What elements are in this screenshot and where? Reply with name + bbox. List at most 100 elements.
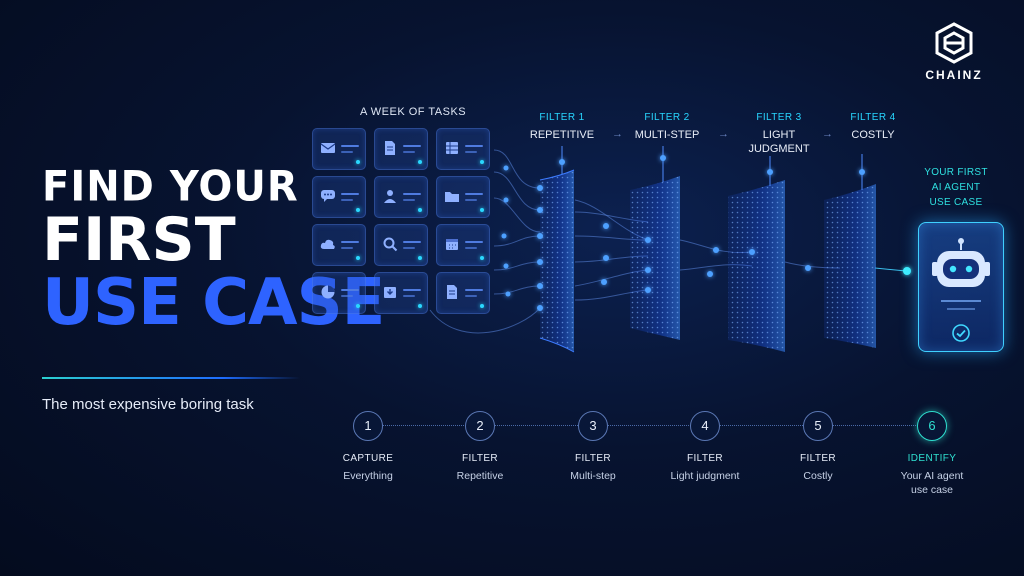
step-2: 2 FILTER Repetitive (425, 411, 535, 483)
task-grid (312, 128, 494, 314)
step-title: FILTER (574, 453, 612, 464)
step-6: 6 IDENTIFY Your AI agent use case (877, 411, 987, 497)
step-number: 4 (690, 411, 720, 441)
step-5: 5 FILTER Costly (763, 411, 873, 483)
tile-dot (418, 208, 422, 212)
tile-line (465, 145, 483, 147)
step-desc: Your AI agent use case (900, 470, 964, 496)
arrow-icon: → (718, 128, 729, 140)
brand-name: CHAINZ (925, 68, 983, 82)
tile-dot (480, 304, 484, 308)
step-number: 2 (465, 411, 495, 441)
step-connector (495, 425, 578, 427)
tile-line (341, 151, 353, 153)
tile-line (465, 199, 477, 201)
tile-dot (356, 160, 360, 164)
step-number: 1 (353, 411, 383, 441)
cloud-icon (320, 239, 335, 249)
tile-dot (480, 256, 484, 260)
task-tile (312, 224, 366, 266)
tile-line (341, 193, 359, 195)
tile-dot (356, 304, 360, 308)
task-tile (374, 176, 428, 218)
filter-4-name: COSTLY (851, 129, 895, 141)
tile-dot (356, 208, 360, 212)
task-tile (374, 224, 428, 266)
tile-dot (480, 160, 484, 164)
result-card (918, 222, 1004, 352)
tile-line (341, 247, 353, 249)
step-1: 1 CAPTURE Everything (313, 411, 423, 483)
task-tile (436, 176, 490, 218)
tile-line (403, 241, 421, 243)
filter-1-name: REPETITIVE (529, 129, 595, 141)
task-tile (436, 272, 490, 314)
search-icon (383, 237, 398, 252)
tile-dot (418, 160, 422, 164)
task-tile (312, 128, 366, 170)
tile-dot (418, 304, 422, 308)
tile-line (465, 151, 477, 153)
step-desc: Multi-step (570, 470, 616, 482)
tile-dot (480, 208, 484, 212)
title-line-1: FIND YOUR (42, 162, 299, 212)
tile-line (465, 295, 477, 297)
week-of-tasks-label: A WEEK OF TASKS (360, 106, 467, 118)
tile-line (341, 199, 353, 201)
step-number: 6 (917, 411, 947, 441)
filter-2-head: FILTER 2 (644, 112, 690, 123)
title-line-3: USE CASE (42, 266, 385, 340)
arrow-icon: → (822, 128, 833, 140)
spreadsheet-icon (446, 142, 458, 154)
tile-line (403, 151, 415, 153)
task-tile (312, 272, 366, 314)
tile-line (465, 247, 477, 249)
tile-line (341, 241, 359, 243)
chat-icon (321, 190, 335, 202)
tile-line (403, 199, 415, 201)
inbox-download-icon (384, 287, 396, 298)
page-title: FIND YOUR FIRST USE CASE (42, 162, 385, 340)
step-4: 4 FILTER Light judgment (650, 411, 760, 483)
task-tile (436, 224, 490, 266)
filter-2-name: MULTI-STEP (634, 129, 700, 141)
filter-panels (539, 169, 877, 353)
task-tile (374, 272, 428, 314)
step-desc: Repetitive (456, 470, 504, 482)
arrow-icon: → (612, 128, 623, 140)
task-tile (312, 176, 366, 218)
tile-line (341, 289, 359, 291)
step-number: 5 (803, 411, 833, 441)
step-number: 3 (578, 411, 608, 441)
tile-line (341, 145, 359, 147)
tile-line (403, 295, 415, 297)
tile-line (403, 247, 415, 249)
chainz-logo-icon (935, 22, 973, 64)
step-title: IDENTIFY (907, 453, 957, 464)
tile-line (403, 145, 421, 147)
filter-1-head: FILTER 1 (539, 112, 585, 123)
tile-line (465, 241, 483, 243)
tile-line (403, 289, 421, 291)
filter-4-head: FILTER 4 (850, 112, 896, 123)
tile-line (403, 193, 421, 195)
step-connector (608, 425, 691, 427)
filter-3-head: FILTER 3 (756, 112, 802, 123)
step-connector (720, 425, 803, 427)
document-icon (447, 285, 457, 299)
step-desc: Everything (343, 470, 393, 482)
filter-3-name: LIGHT JUDGMENT (748, 129, 810, 155)
calendar-icon (446, 239, 458, 250)
step-connector (383, 425, 466, 427)
step-desc: Costly (803, 470, 833, 482)
flow-nodes (501, 155, 911, 311)
task-tile (436, 128, 490, 170)
pie-chart-icon (321, 285, 335, 299)
step-title: FILTER (799, 453, 837, 464)
task-tile (374, 128, 428, 170)
step-desc: Light judgment (670, 470, 740, 482)
title-divider (42, 377, 300, 379)
tile-dot (418, 256, 422, 260)
tile-dot (356, 256, 360, 260)
